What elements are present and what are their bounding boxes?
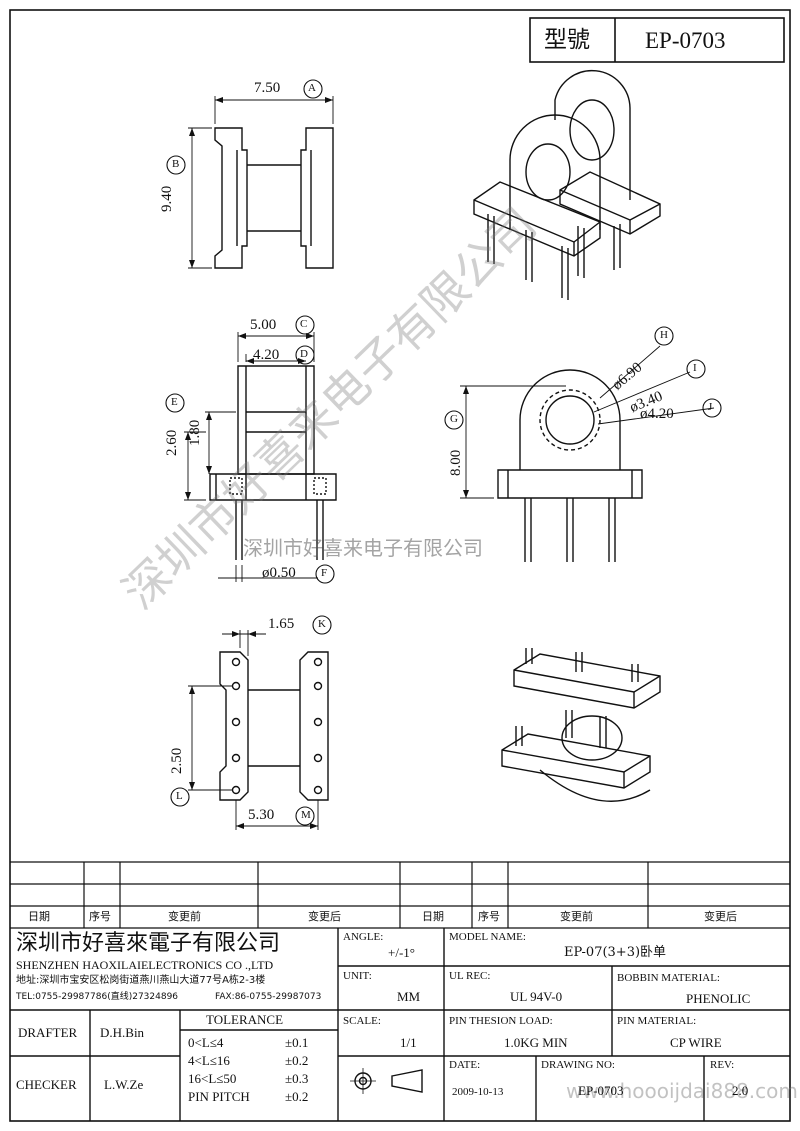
dim-i-letter: I [693, 362, 697, 374]
dim-f-letter: F [321, 567, 328, 579]
dim-e-value: 2.60 [164, 429, 180, 456]
header-box [529, 17, 785, 63]
tol-value-3: ±0.3 [285, 1071, 309, 1086]
end-arrows [463, 386, 469, 498]
rev-col-date-2: 日期 [422, 910, 444, 923]
company-address: 地址:深圳市宝安区松岗街道燕川燕山大道77号A栋2-3楼 [16, 975, 266, 986]
date-label: DATE: [449, 1059, 481, 1071]
dim-j-value: ø4.20 [640, 406, 674, 422]
drafter-label: DRAFTER [18, 1025, 78, 1040]
view-front [166, 79, 334, 269]
drafter-value: D.H.Bin [100, 1025, 145, 1040]
bobbin-value: PHENOLIC [686, 991, 751, 1006]
tol-range-1: 0<L≤4 [188, 1035, 224, 1050]
tol-range-4: PIN PITCH [188, 1089, 250, 1104]
dim-d-value: 4.20 [253, 347, 280, 363]
view-iso-top [473, 69, 661, 300]
ul-label: UL REC: [449, 970, 491, 982]
unit-label: UNIT: [343, 970, 372, 982]
dim-l-value: 2.50 [169, 747, 185, 774]
dim-m-letter: M [301, 809, 311, 821]
dim-m-value: 5.30 [248, 807, 275, 823]
angle-value: +/-1° [388, 945, 415, 960]
revision-table-grid [10, 861, 790, 929]
rev-col-before-2: 变更前 [560, 910, 593, 923]
side-arrows [185, 333, 314, 500]
watermark-mid: 深圳市好喜来电子有限公司 [243, 536, 483, 560]
ul-value: UL 94V-0 [510, 989, 563, 1004]
company-name-en: SHENZHEN HAOXILAIELECTRONICS CO .,LTD [16, 958, 274, 972]
company-fax: FAX:86-0755-29987073 [215, 992, 322, 1002]
outer-frame [9, 9, 791, 1122]
dim-k-value: 1.65 [268, 616, 295, 632]
rev-col-after-2: 变更后 [704, 910, 737, 923]
unit-value: MM [397, 989, 421, 1004]
model-name-value: EP-07(3+3)卧单 [564, 945, 667, 960]
tol-value-1: ±0.1 [285, 1035, 309, 1050]
dim-j-letter: J [708, 401, 713, 413]
tol-value-4: ±0.2 [285, 1089, 309, 1104]
drawing-no-label: DRAWING NO: [541, 1059, 615, 1071]
dim-l-letter: L [176, 790, 183, 802]
dim-b-letter: B [172, 158, 180, 170]
model-value: EP-0703 [645, 28, 726, 53]
angle-label: ANGLE: [343, 931, 384, 943]
dim-g-value: 8.00 [448, 449, 464, 476]
dim-b-value: 9.40 [159, 185, 175, 212]
model-name-label: MODEL NAME: [449, 931, 526, 943]
bottom-arrows [189, 631, 318, 829]
dim-e-letter: E [171, 396, 178, 408]
model-label: 型號 [544, 27, 590, 53]
dim-c-value: 5.00 [250, 317, 277, 333]
rev-col-before-1: 变更前 [168, 910, 201, 923]
tol-range-2: 4<L≤16 [188, 1053, 230, 1068]
front-arrows [189, 97, 333, 268]
checker-value: L.W.Ze [104, 1077, 144, 1092]
pin-material-value: CP WIRE [670, 1035, 722, 1050]
rev-col-no-1: 序号 [89, 910, 111, 923]
view-end [444, 326, 722, 562]
bobbin-label: BOBBIN MATERIAL: [617, 972, 720, 984]
rev-col-date-1: 日期 [28, 910, 50, 923]
title-block-grid [10, 928, 790, 1121]
tol-range-3: 16<L≤50 [188, 1071, 237, 1086]
dim-d-letter: D [300, 348, 308, 360]
dim-a-letter: A [308, 82, 316, 94]
checker-label: CHECKER [16, 1077, 77, 1092]
dim-k-letter: K [318, 618, 326, 630]
view-iso-bottom [501, 648, 661, 802]
company-name-cn: 深圳市好喜來電子有限公司 [16, 931, 281, 956]
rev-col-after-1: 变更后 [308, 910, 341, 923]
dim-h-letter: H [660, 329, 668, 341]
pin-material-label: PIN MATERIAL: [617, 1015, 697, 1027]
scale-label: SCALE: [343, 1015, 381, 1027]
date-value: 2009-10-13 [452, 1086, 504, 1098]
tol-value-2: ±0.2 [285, 1053, 309, 1068]
rev-label: REV: [710, 1059, 735, 1071]
dim-f-value: ø0.50 [262, 565, 296, 581]
dim-a-value: 7.50 [254, 80, 281, 96]
tolerance-label: TOLERANCE [206, 1012, 284, 1027]
view-bottom [170, 615, 332, 830]
dim-c-letter: C [300, 318, 308, 330]
watermark-url: www.hoooijdai888.com [566, 1079, 798, 1103]
view-side [165, 315, 337, 584]
load-label: PIN THESION LOAD: [449, 1015, 553, 1027]
dim-g-letter: G [450, 413, 458, 425]
load-value: 1.0KG MIN [504, 1035, 568, 1050]
company-tel: TEL:0755-29987786(直线)27324896 [16, 992, 179, 1002]
drawing-no-value: EP-0703 [578, 1083, 624, 1098]
rev-col-no-2: 序号 [478, 910, 500, 923]
dim-e2-value: 1.80 [187, 419, 203, 446]
rev-value: 2.0 [732, 1083, 749, 1098]
scale-value: 1/1 [400, 1035, 417, 1050]
